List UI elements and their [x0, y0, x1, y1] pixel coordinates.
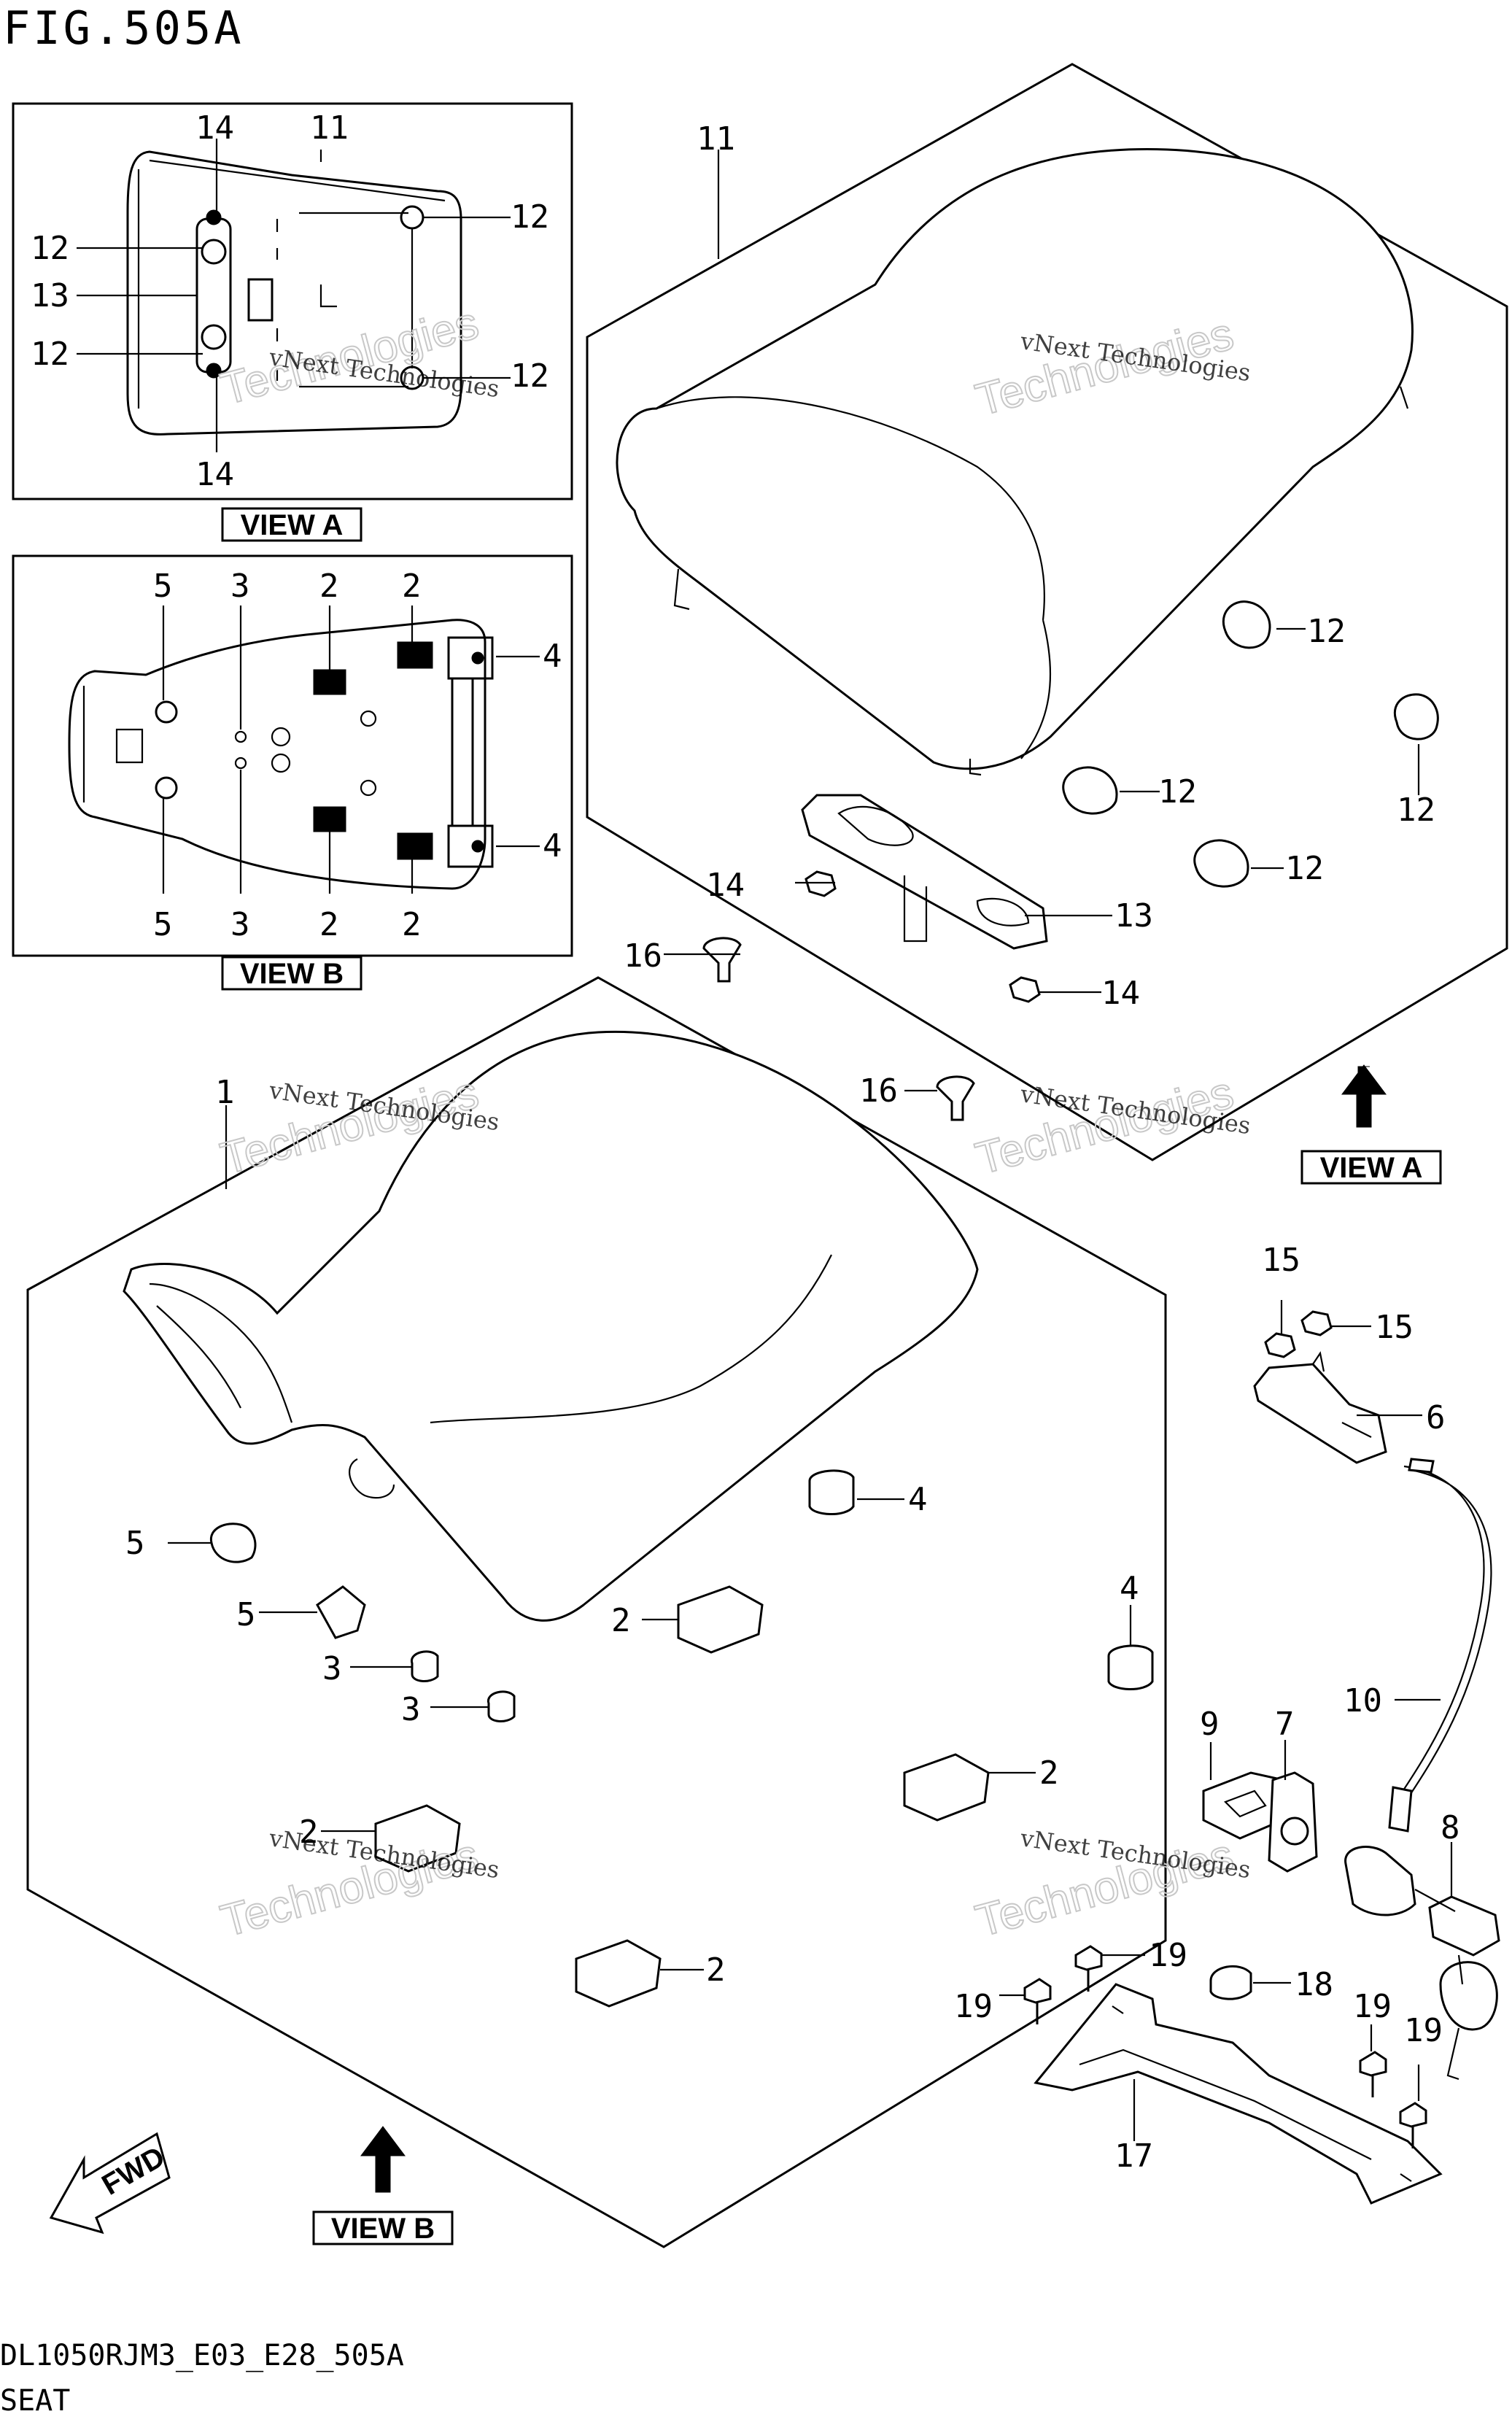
callout-12: 12	[31, 230, 69, 267]
callout-19: 19	[954, 1988, 993, 2025]
callout-2: 2	[319, 906, 339, 943]
callout-15: 15	[1262, 1242, 1300, 1279]
svg-text:VIEW B: VIEW B	[240, 958, 344, 990]
callout-12: 12	[511, 198, 549, 236]
callout-12: 12	[1397, 792, 1435, 829]
callout-7: 7	[1275, 1706, 1295, 1743]
view-a-callout-label: VIEW A	[1300, 1150, 1442, 1185]
callout-14: 14	[195, 456, 234, 493]
callout-1: 1	[215, 1074, 235, 1111]
callout-12: 12	[1307, 613, 1346, 650]
view-a-label: VIEW A	[221, 507, 363, 542]
callout-12: 12	[1158, 773, 1197, 810]
callout-2: 2	[402, 906, 422, 943]
svg-text:VIEW A: VIEW A	[241, 509, 344, 541]
view-b-label: VIEW B	[221, 956, 363, 991]
watermarks: Technologies vNext Technologies Technolo…	[215, 297, 1252, 1947]
callout-6: 6	[1426, 1399, 1446, 1436]
callout-3: 3	[230, 568, 250, 605]
callout-2: 2	[402, 568, 422, 605]
front-seat-assembly: 1 4 4 5 5 3 3 2 2 2 2	[26, 976, 1167, 2248]
callout-5: 5	[153, 906, 173, 943]
callout-4: 4	[543, 638, 562, 675]
callout-3: 3	[322, 1650, 342, 1687]
callout-13: 13	[1114, 897, 1153, 935]
callout-11: 11	[697, 120, 735, 158]
callout-9: 9	[1200, 1706, 1220, 1743]
callout-11: 11	[310, 109, 349, 147]
figure-title: FIG.505A	[3, 1, 244, 55]
callout-4: 4	[543, 827, 562, 864]
view-a-arrow	[1341, 1064, 1387, 1128]
callout-4: 4	[908, 1481, 928, 1518]
callout-16: 16	[859, 1072, 898, 1110]
callout-17: 17	[1114, 2137, 1153, 2175]
callout-4: 4	[1120, 1570, 1139, 1607]
callout-19: 19	[1353, 1988, 1392, 2025]
callout-14: 14	[195, 109, 234, 147]
svg-text:VIEW B: VIEW B	[331, 2213, 435, 2245]
callout-2: 2	[1039, 1754, 1059, 1792]
view-b-arrow	[360, 2126, 406, 2193]
svg-text:FWD: FWD	[97, 2140, 171, 2202]
callout-3: 3	[230, 906, 250, 943]
callout-12: 12	[511, 357, 549, 395]
callout-5: 5	[236, 1596, 256, 1633]
callout-2: 2	[299, 1814, 319, 1851]
callout-8: 8	[1441, 1809, 1460, 1846]
lock-parts: 15 15 6 10 9 7 8 18 19 19 19 19 17	[954, 1242, 1500, 2205]
fwd-arrow: FWD	[49, 2132, 171, 2235]
callout-14: 14	[706, 867, 745, 904]
callout-12: 12	[31, 336, 69, 373]
callout-13: 13	[31, 277, 69, 314]
callout-16: 16	[624, 937, 662, 975]
callout-5: 5	[125, 1525, 145, 1562]
callout-19: 19	[1404, 2012, 1443, 2049]
callout-14: 14	[1101, 975, 1140, 1012]
figure-subtitle: SEAT	[0, 2384, 70, 2418]
callout-5: 5	[153, 568, 173, 605]
rear-seat-assembly: 11 12 12 12 12 14 14 13 16 16	[586, 63, 1508, 1161]
callout-2: 2	[319, 568, 339, 605]
callout-2: 2	[611, 1602, 631, 1639]
svg-text:VIEW A: VIEW A	[1320, 1152, 1423, 1184]
callout-18: 18	[1295, 1966, 1333, 2003]
callout-10: 10	[1344, 1682, 1382, 1719]
callout-15: 15	[1375, 1309, 1414, 1346]
callout-3: 3	[401, 1691, 421, 1728]
view-a-detail: 14 11 12 13 12 12 12 14	[12, 102, 573, 500]
callout-12: 12	[1285, 850, 1324, 887]
view-b-callout-label: VIEW B	[312, 2210, 454, 2245]
callout-19: 19	[1149, 1937, 1187, 1974]
view-b-detail: 5 3 2 2 4 4 5 3 2 2	[12, 554, 573, 957]
drawing-code: DL1050RJM3_E03_E28_505A	[0, 2339, 404, 2372]
callout-2: 2	[706, 1951, 726, 1989]
